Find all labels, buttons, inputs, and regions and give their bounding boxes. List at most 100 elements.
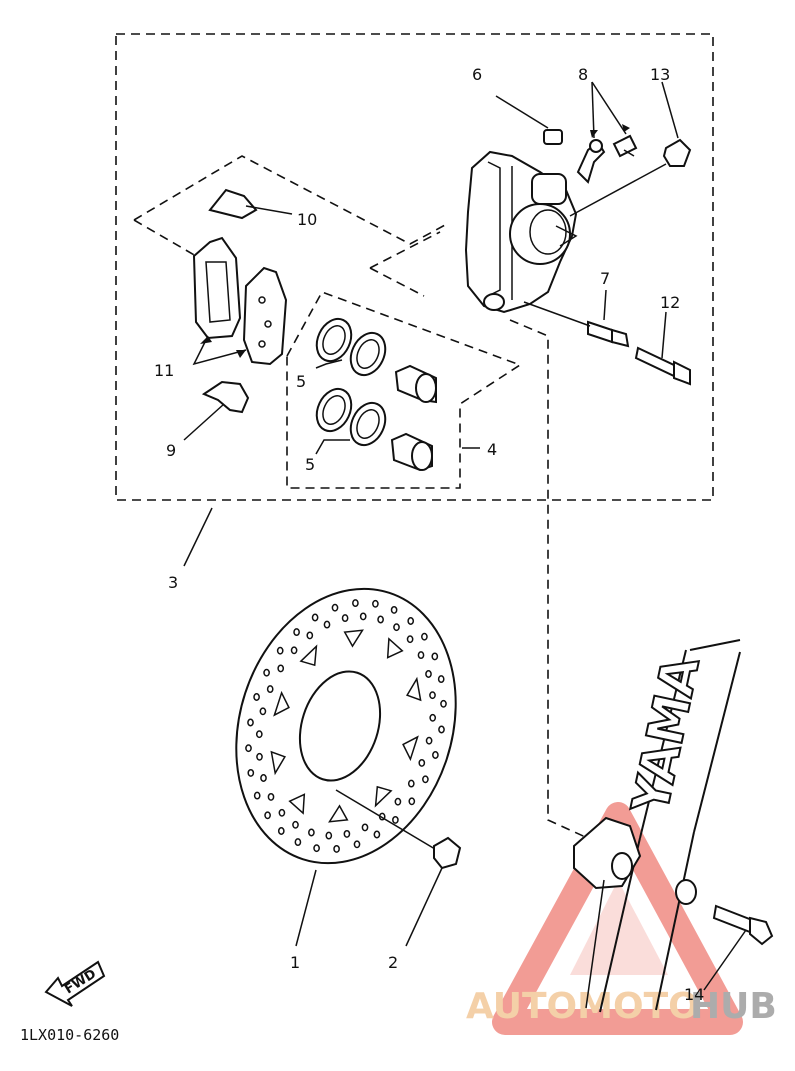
callout-13: 13 <box>650 65 670 84</box>
disc-hole <box>390 605 398 614</box>
pad-kit-boundary <box>133 155 446 245</box>
disc-hole <box>425 670 432 678</box>
disc-hole <box>438 725 445 734</box>
disc-hole <box>406 635 414 644</box>
disc-hole <box>256 752 263 761</box>
slide-pin <box>634 311 691 386</box>
callout-14: 14 <box>684 985 704 1004</box>
disc-slot <box>402 735 419 762</box>
disc-hole <box>361 823 369 832</box>
disc-hole <box>429 713 437 722</box>
callout-3: 3 <box>168 573 178 592</box>
callout-1: 1 <box>290 953 300 972</box>
bleed-screw-set <box>576 81 638 184</box>
disc-hole <box>308 828 315 837</box>
disc-hole <box>290 646 298 655</box>
disc-hole <box>440 699 447 708</box>
caliper-pistons <box>390 364 480 472</box>
disc-hole <box>437 675 445 684</box>
disc-hole <box>278 808 286 817</box>
disc-slot <box>386 637 404 659</box>
piston-seals <box>315 317 387 455</box>
bleed-cap <box>495 95 563 145</box>
callout-10: 10 <box>297 210 317 229</box>
forward-arrow-icon: FWD <box>44 960 106 1007</box>
disc-slot <box>343 629 364 648</box>
callout-2: 2 <box>388 953 398 972</box>
disc-hole <box>372 599 379 608</box>
disc-hole <box>313 844 320 853</box>
disc-hole <box>266 685 274 694</box>
fork-bolt <box>703 904 774 991</box>
disc-hole <box>293 628 300 637</box>
disc-hole <box>247 718 254 727</box>
watermark-triangle-icon <box>492 802 743 1035</box>
watermark-text-b: HUB <box>690 986 777 1027</box>
disc-hole <box>343 829 351 838</box>
disc-hole <box>407 617 415 625</box>
disc-hole <box>333 844 340 853</box>
disc-slot <box>273 690 290 717</box>
brake-pad-right <box>242 266 288 366</box>
disc-hole <box>373 830 381 839</box>
callout-8: 8 <box>578 65 588 84</box>
disc-hole <box>418 758 426 767</box>
caliper-bolt <box>523 289 630 348</box>
disc-hole <box>253 791 261 800</box>
brake-disc <box>235 587 457 865</box>
callout-9: 9 <box>166 441 176 460</box>
brake-pad-left <box>192 236 242 340</box>
disc-hole <box>353 840 361 849</box>
callout-4: 4 <box>487 440 497 459</box>
disc-hole <box>263 668 270 677</box>
disc-hole <box>311 613 319 622</box>
disc-slot <box>405 676 422 702</box>
diagram-id-label: 1LX010-6260 <box>20 1026 119 1044</box>
disc-hole <box>267 792 275 801</box>
disc-hole <box>259 707 267 716</box>
pad-spring <box>208 188 293 220</box>
disc-hole <box>431 652 439 661</box>
disc-hole <box>421 632 428 641</box>
disc-hole <box>407 779 415 788</box>
disc-bolt <box>335 789 462 947</box>
brake-caliper-body <box>464 150 578 314</box>
disc-hole <box>394 797 402 806</box>
disc-hole <box>377 615 384 624</box>
disc-hole <box>417 651 425 660</box>
pad-retainer <box>183 380 250 441</box>
callout-11: 11 <box>154 361 174 380</box>
disc-hole <box>245 744 252 753</box>
disc-hole <box>341 614 349 623</box>
pin-cap <box>569 81 692 217</box>
disc-hole <box>260 774 267 782</box>
callout-7: 7 <box>600 269 610 288</box>
watermark-text-a: AUTOMOTO <box>466 986 699 1027</box>
disc-slot <box>374 785 393 808</box>
disc-slot <box>299 644 318 667</box>
disc-hole <box>276 646 284 655</box>
disc-hole <box>393 623 400 632</box>
disc-hole <box>277 827 285 835</box>
disc-hole <box>425 736 433 745</box>
callout-5-lower: 5 <box>305 455 315 474</box>
callout-5-upper: 5 <box>296 372 306 391</box>
disc-hole <box>323 620 331 629</box>
disc-hole <box>255 730 263 739</box>
callout-6: 6 <box>472 65 482 84</box>
caliper-alignment-line <box>509 319 593 841</box>
disc-slot <box>288 793 306 815</box>
disc-hole <box>429 691 436 700</box>
fork-brand-text: YAMA <box>621 651 711 819</box>
disc-hole <box>325 831 333 840</box>
disc-hole <box>422 775 429 784</box>
disc-hole <box>306 631 314 640</box>
disc-hole <box>253 693 260 701</box>
disc-hole <box>331 603 339 612</box>
disc-hole <box>392 815 399 824</box>
disc-hole <box>264 811 271 820</box>
disc-slot <box>270 750 287 776</box>
disc-hole <box>359 612 367 621</box>
disc-hole <box>294 838 302 847</box>
